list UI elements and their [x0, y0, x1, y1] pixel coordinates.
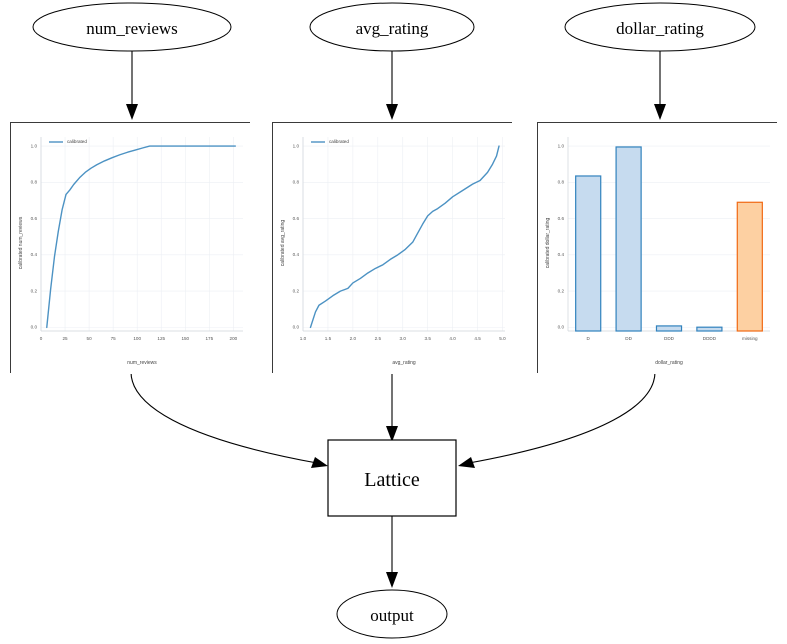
node-lattice[interactable] [327, 439, 457, 517]
svg-text:0.4: 0.4 [293, 252, 300, 257]
chart-ticks-num-reviews: 0 25 50 75 100 125 150 175 200 0.0 0.2 0.4 0.6 0.8 1.0 [31, 143, 238, 341]
svg-text:0.6: 0.6 [558, 216, 565, 221]
arrowhead-panel2-lattice [386, 426, 398, 442]
svg-text:0.8: 0.8 [31, 180, 38, 185]
svg-text:50: 50 [87, 336, 93, 341]
arrowhead-lattice-output [386, 572, 398, 588]
svg-text:4.0: 4.0 [449, 336, 456, 341]
arrowhead-panel3-lattice [458, 457, 475, 468]
svg-text:5.0: 5.0 [499, 336, 506, 341]
bar [696, 326, 723, 332]
svg-text:DDD: DDD [664, 336, 675, 341]
svg-text:0.6: 0.6 [293, 216, 300, 221]
node-output-label: output [370, 606, 414, 625]
svg-text:3.0: 3.0 [400, 336, 407, 341]
node-dollar-rating-label: dollar_rating [616, 19, 704, 38]
svg-text:75: 75 [111, 336, 117, 341]
chart-xlabel-avg-rating: avg_rating [392, 360, 416, 366]
chart-panel-num-reviews: 0 25 50 75 100 125 150 175 200 0.0 0.2 0.4 0.6 0.8 1.0… [10, 122, 251, 374]
svg-text:1.0: 1.0 [558, 143, 565, 148]
chart-xlabel-dollar-rating: dollar_rating [655, 360, 683, 366]
svg-text:125: 125 [157, 336, 165, 341]
chart-avg-rating: 1.0 1.5 2.0 2.5 3.0 3.5 4.0 4.5 5.0 0.0 0.2 0.4 0.6 0… [273, 123, 513, 374]
svg-text:0.4: 0.4 [31, 252, 38, 257]
node-output[interactable] [336, 589, 448, 639]
arrowhead-num-reviews [126, 104, 138, 120]
svg-text:0.8: 0.8 [293, 180, 300, 185]
svg-text:0.0: 0.0 [31, 325, 38, 330]
svg-text:100: 100 [133, 336, 141, 341]
svg-text:0.0: 0.0 [558, 325, 565, 330]
node-lattice-label: Lattice [364, 469, 420, 491]
node-avg-rating-label: avg_rating [356, 19, 429, 38]
svg-text:0: 0 [40, 336, 43, 341]
svg-text:1.0: 1.0 [300, 336, 307, 341]
svg-text:0.2: 0.2 [558, 288, 565, 293]
svg-text:4.5: 4.5 [474, 336, 481, 341]
chart-grid-avg-rating [302, 137, 505, 332]
svg-text:0.4: 0.4 [558, 252, 565, 257]
chart-bars-dollar-rating [575, 146, 763, 332]
chart-series-num-reviews [46, 145, 236, 329]
bar [575, 175, 602, 332]
chart-ylabel-dollar-rating: calibrated dollar_rating [545, 217, 551, 268]
chart-num-reviews: 0 25 50 75 100 125 150 175 200 0.0 0.2 0.4 0.6 0.8 1.0… [11, 123, 251, 374]
arrowhead-panel1-lattice [311, 457, 328, 468]
svg-text:0.0: 0.0 [293, 325, 300, 330]
svg-text:DDDD: DDDD [703, 336, 717, 341]
chart-legend-avg-rating: calibrated [311, 139, 349, 144]
svg-text:1.0: 1.0 [31, 143, 38, 148]
svg-text:0.2: 0.2 [31, 288, 38, 293]
svg-text:DD: DD [625, 336, 632, 341]
edge-panel1-to-lattice [130, 371, 318, 464]
svg-text:D: D [587, 336, 591, 341]
svg-text:25: 25 [62, 336, 68, 341]
chart-xlabel-num-reviews: num_reviews [127, 360, 157, 366]
svg-text:calibrated: calibrated [329, 139, 349, 144]
chart-ylabel-avg-rating: calibrated avg_rating [280, 220, 286, 267]
svg-text:calibrated: calibrated [67, 139, 87, 144]
svg-text:150: 150 [181, 336, 189, 341]
bar [615, 146, 642, 332]
chart-ylabel-num-reviews: calibrated num_reviews [18, 216, 24, 269]
bar [655, 325, 683, 332]
arrowhead-avg-rating [386, 104, 398, 120]
bar [736, 201, 763, 332]
svg-text:175: 175 [205, 336, 213, 341]
svg-text:0.6: 0.6 [31, 216, 38, 221]
svg-text:1.5: 1.5 [325, 336, 332, 341]
chart-panel-avg-rating: 1.0 1.5 2.0 2.5 3.0 3.5 4.0 4.5 5.0 0.0 0.2 0.4 0.6 0… [272, 122, 513, 374]
svg-text:0.2: 0.2 [293, 288, 300, 293]
svg-text:0.8: 0.8 [558, 180, 565, 185]
svg-text:1.0: 1.0 [293, 143, 300, 148]
chart-ticks-avg-rating: 1.0 1.5 2.0 2.5 3.0 3.5 4.0 4.5 5.0 0.0 0.2 0.4 0.6 0… [293, 143, 507, 341]
svg-text:missing: missing [742, 336, 758, 341]
svg-text:2.5: 2.5 [375, 336, 382, 341]
chart-grid-num-reviews [40, 137, 243, 332]
arrowhead-dollar-rating [654, 104, 666, 120]
svg-text:2.0: 2.0 [350, 336, 357, 341]
node-num-reviews-label: num_reviews [86, 19, 178, 38]
svg-text:3.5: 3.5 [424, 336, 431, 341]
svg-text:200: 200 [230, 336, 238, 341]
chart-series-avg-rating [309, 145, 500, 329]
edge-panel3-to-lattice [468, 371, 656, 464]
chart-legend-num-reviews: calibrated [49, 139, 87, 144]
